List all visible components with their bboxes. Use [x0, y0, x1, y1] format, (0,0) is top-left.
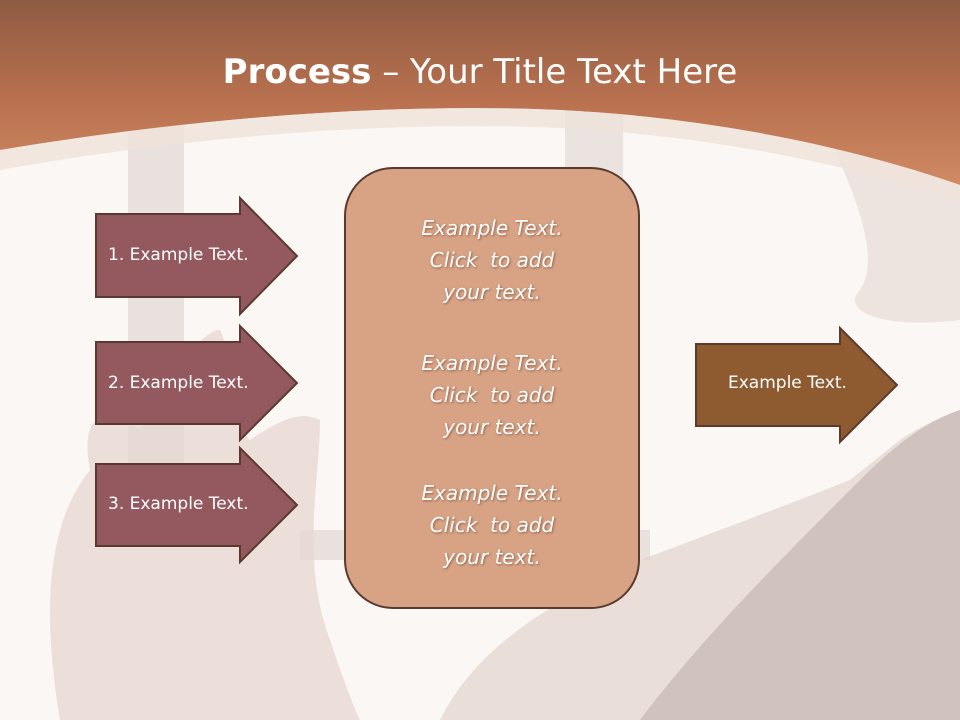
center-text-line: Click to add	[429, 383, 555, 407]
left-arrow-2-label: 2. Example Text.	[108, 373, 249, 393]
center-text-line: your text.	[443, 280, 541, 304]
center-text-line: Click to add	[429, 248, 555, 272]
left-arrow-3-label: 3. Example Text.	[108, 494, 249, 514]
right-arrow-label: Example Text.	[728, 373, 847, 393]
center-text-line: your text.	[443, 415, 541, 439]
left-arrow-1-label: 1. Example Text.	[108, 245, 249, 265]
center-text-line: Example Text.	[421, 351, 563, 375]
center-text-line: Example Text.	[421, 216, 563, 240]
header-wave	[0, 108, 960, 200]
center-text-block-1: Example Text. Click to add your text.	[345, 212, 639, 308]
center-process-box[interactable]	[344, 167, 640, 609]
center-text-block-3: Example Text. Click to add your text.	[345, 477, 639, 573]
header-band	[0, 0, 960, 185]
left-arrow-1[interactable]	[95, 195, 299, 317]
center-text-block-2: Example Text. Click to add your text.	[345, 347, 639, 443]
right-arrow[interactable]	[695, 325, 899, 445]
slide-title: Process – Your Title Text Here	[0, 52, 960, 92]
left-arrow-3[interactable]	[95, 445, 299, 565]
center-text-line: your text.	[443, 545, 541, 569]
title-dash: –	[371, 52, 411, 92]
title-bold-part: Process	[222, 52, 372, 92]
center-text-line: Example Text.	[421, 481, 563, 505]
left-arrow-2[interactable]	[95, 323, 299, 443]
center-text-line: Click to add	[429, 513, 555, 537]
title-rest: Your Title Text Here	[410, 52, 738, 92]
